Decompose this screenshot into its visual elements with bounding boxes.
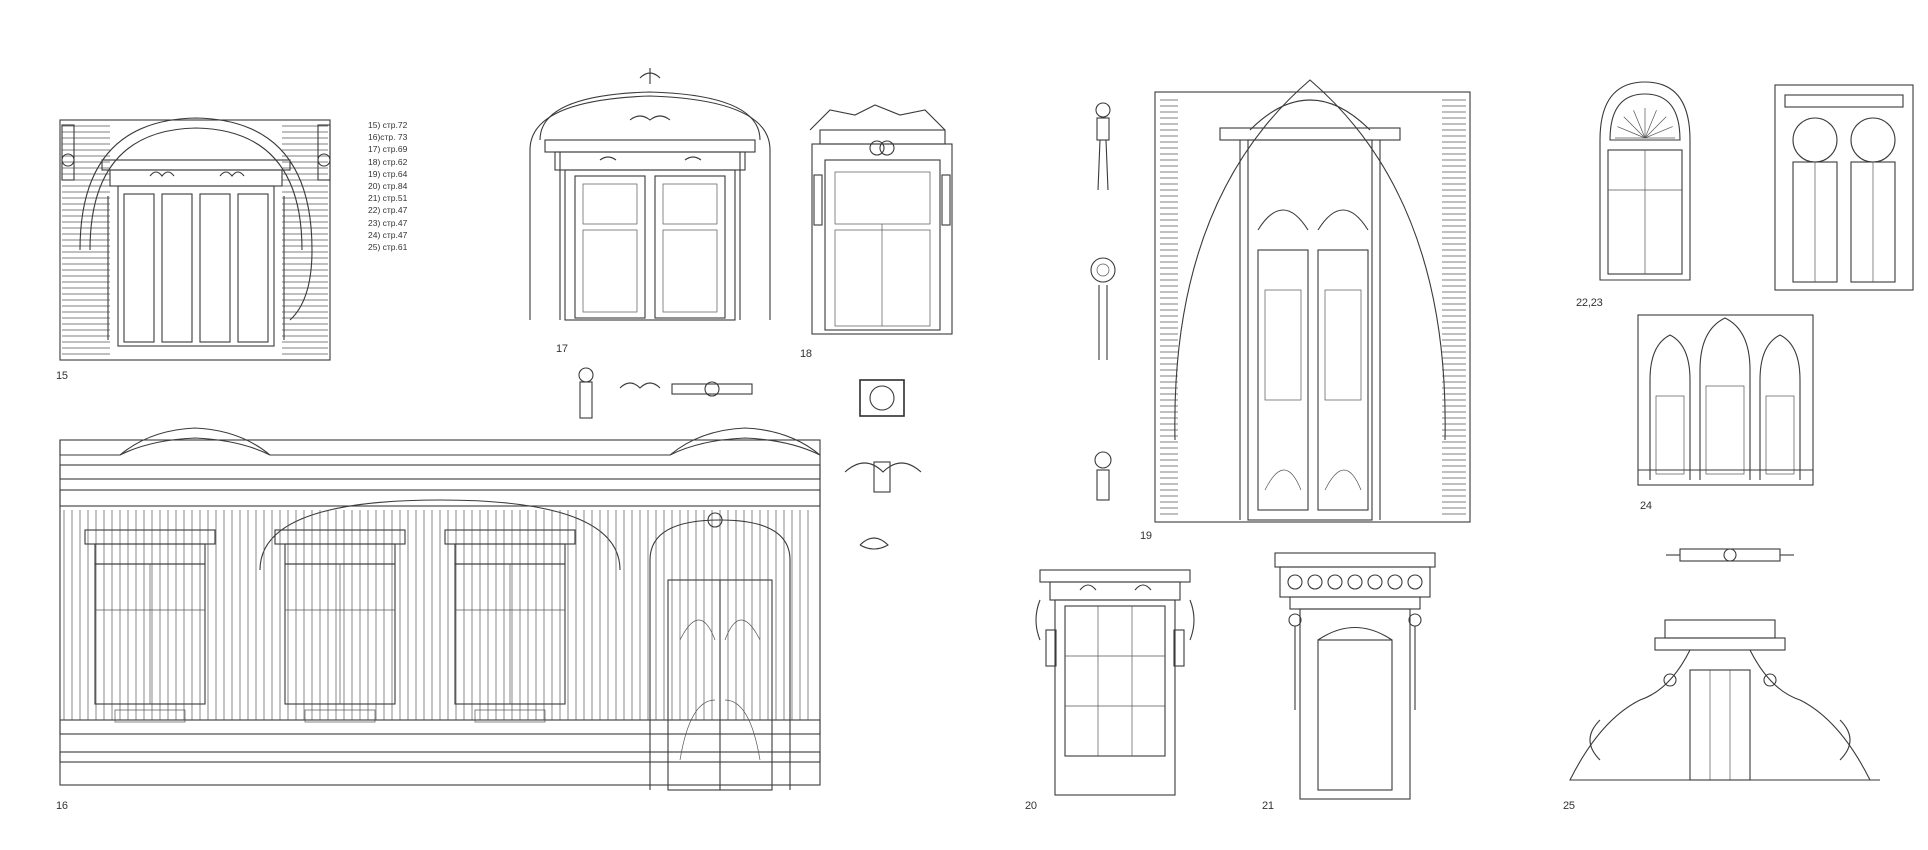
reference-item: 25) стр.61 [368,242,408,253]
figure-label-20: 20 [1025,800,1037,812]
figure-label-17: 17 [556,343,568,355]
reference-item: 19) стр.64 [368,168,408,179]
reference-item: 15) стр.72 [368,120,408,130]
figure-label-24: 24 [1640,500,1652,512]
reference-item: 18) стр.62 [368,156,408,167]
figure-24-window [1637,314,1814,486]
figure-23-window [1774,84,1914,291]
figure-19-door [1154,79,1471,523]
reference-item: 22) стр.47 [368,205,408,216]
figure-label-15: 15 [56,370,68,382]
reference-item: 20) стр.84 [368,181,408,192]
reference-item: 23) стр.47 [368,217,408,228]
figure-label-21: 21 [1262,800,1274,812]
reference-item: 16)стр. 73 [368,132,408,143]
figure-label-18: 18 [800,348,812,360]
figure-20-window [1035,569,1195,796]
figure-18-window [809,104,953,335]
ornament-set [578,367,922,550]
reference-item: 21) стр.51 [368,193,408,204]
figure-label-16: 16 [56,800,68,812]
figure-22-window [1599,81,1691,281]
figure-25-gable [1569,548,1880,781]
figure-label-25: 25 [1563,800,1575,812]
figure-17-window [529,68,771,321]
reference-item: 17) стр.69 [368,144,408,155]
figure-label-19: 19 [1140,530,1152,542]
figure-15-window [59,117,331,361]
reference-item: 24) стр.47 [368,229,408,240]
page-reference-list: 15) стр.72 16)стр. 73 17) стр.69 18) стр… [368,119,407,253]
figure-label-22-23: 22,23 [1576,297,1603,309]
figure-21-door [1274,552,1436,800]
figure-16-facade [59,427,821,791]
pendant-ornaments [1090,102,1116,501]
